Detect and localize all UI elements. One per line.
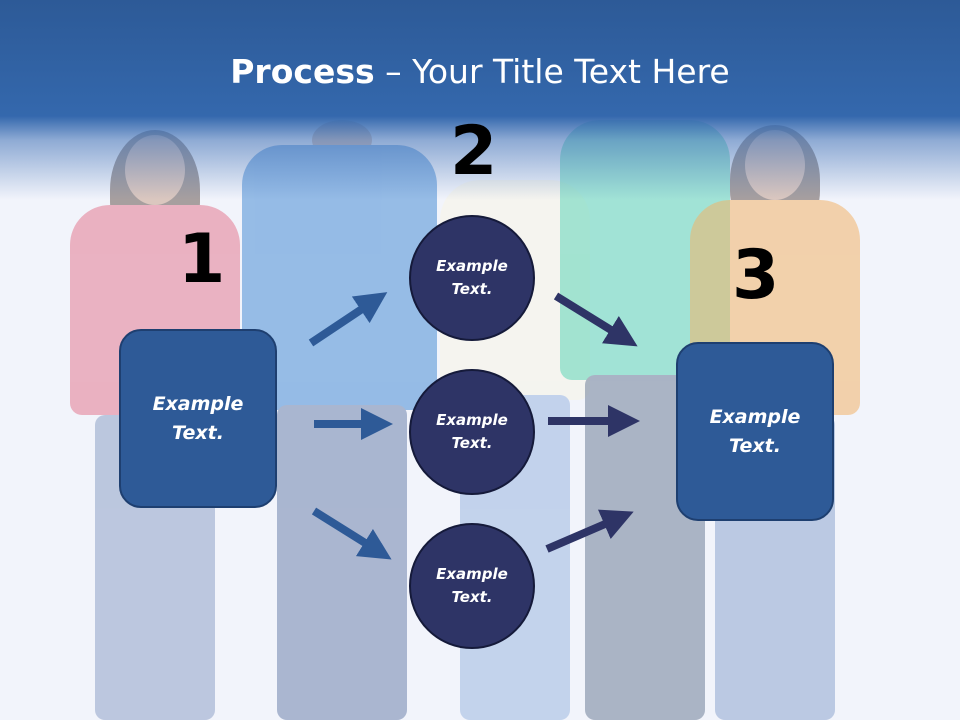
step-number-3: 3 xyxy=(732,236,780,315)
circle-middle-line2: Text. xyxy=(451,434,493,452)
left-box-label: Example Text. xyxy=(138,390,258,448)
circle-top[interactable]: Example Text. xyxy=(409,215,535,341)
circle-bottom-line2: Text. xyxy=(451,588,493,606)
right-text-box[interactable]: Example Text. xyxy=(676,342,834,521)
left-box-line2: Text. xyxy=(172,421,224,444)
right-box-line1: Example xyxy=(709,405,801,428)
circle-top-line1: Example xyxy=(436,257,508,275)
circle-middle[interactable]: Example Text. xyxy=(409,369,535,495)
left-text-box[interactable]: Example Text. xyxy=(119,329,277,508)
right-box-line2: Text. xyxy=(729,434,781,457)
step-number-2: 2 xyxy=(450,112,498,191)
arrow-left-to-top xyxy=(308,292,388,347)
circle-top-label: Example Text. xyxy=(422,255,522,301)
left-box-line1: Example xyxy=(152,392,244,415)
arrow-top-to-right xyxy=(553,292,638,347)
slide-title: Process – Your Title Text Here xyxy=(0,52,960,91)
title-rest: – Your Title Text Here xyxy=(374,52,730,91)
step-number-1: 1 xyxy=(178,220,226,299)
arrow-bottom-to-right xyxy=(545,509,634,553)
circle-top-line2: Text. xyxy=(451,280,493,298)
right-box-label: Example Text. xyxy=(695,403,815,461)
circle-bottom-line1: Example xyxy=(436,565,508,583)
circle-bottom-label: Example Text. xyxy=(422,563,522,609)
header-band xyxy=(0,0,960,200)
circle-middle-line1: Example xyxy=(436,411,508,429)
circle-bottom[interactable]: Example Text. xyxy=(409,523,535,649)
title-bold: Process xyxy=(230,52,375,91)
arrow-left-to-bottom xyxy=(311,507,392,560)
circle-middle-label: Example Text. xyxy=(422,409,522,455)
